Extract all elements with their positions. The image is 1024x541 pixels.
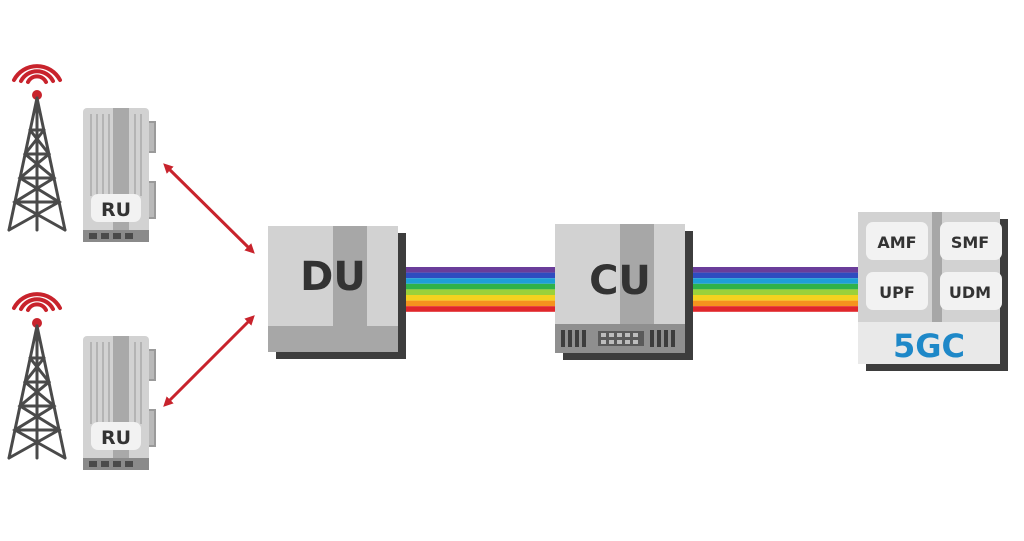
arrow-ru-bottom-du <box>163 315 255 407</box>
link-stripe <box>685 289 859 295</box>
ru-label: RU <box>101 199 131 221</box>
link-stripe <box>685 300 859 307</box>
link-stripe <box>398 272 556 279</box>
ru-unit-bottom: RU <box>83 336 156 470</box>
ru-label: RU <box>101 427 131 449</box>
arrow-ru-top-du <box>163 163 255 254</box>
signal-icon <box>12 292 62 312</box>
link-stripe <box>685 272 859 279</box>
link-stripe <box>398 278 556 284</box>
link-stripe <box>398 295 556 301</box>
link-stripe <box>685 283 859 290</box>
link-stripe <box>685 278 859 284</box>
link-stripe <box>398 306 556 312</box>
link-du-cu <box>398 267 556 312</box>
core-function-smf: SMF <box>951 233 989 252</box>
core-function-udm: UDM <box>949 283 991 302</box>
core-function-upf: UPF <box>879 283 915 302</box>
du-label: DU <box>300 254 366 300</box>
ru-unit-top: RU <box>83 108 156 242</box>
du-unit: DU <box>268 226 406 359</box>
cu-unit: CU <box>555 224 693 360</box>
link-stripe <box>398 289 556 295</box>
cell-tower-top <box>7 64 67 232</box>
link-stripe <box>398 300 556 307</box>
link-stripe <box>685 267 859 273</box>
link-cu-core <box>685 267 859 312</box>
link-stripe <box>398 267 556 273</box>
cell-tower-bottom <box>7 292 67 460</box>
tower-icon <box>7 324 67 460</box>
cu-port-panel <box>561 330 675 347</box>
cu-label: CU <box>589 258 651 304</box>
tower-icon <box>7 96 67 232</box>
core-function-amf: AMF <box>877 233 916 252</box>
link-stripe <box>685 306 859 312</box>
core-5gc-unit: AMF SMF UPF UDM 5GC <box>858 212 1008 371</box>
link-stripe <box>685 295 859 301</box>
core-label: 5GC <box>893 327 965 365</box>
link-stripe <box>398 283 556 290</box>
signal-icon <box>12 64 62 84</box>
